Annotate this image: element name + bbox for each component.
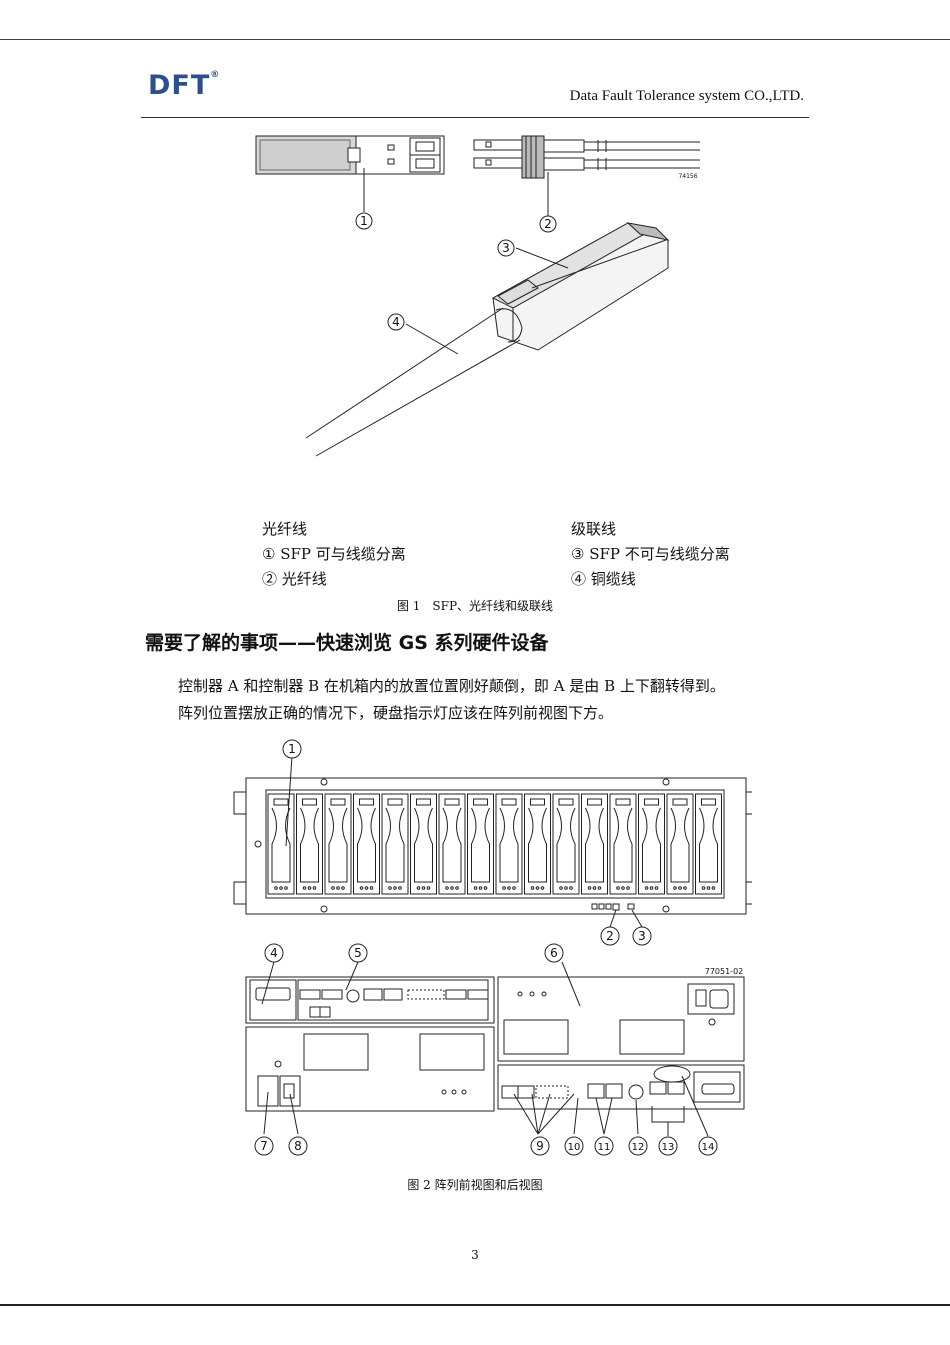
- fig2-part-number: 77051-02: [705, 967, 744, 976]
- legend-item-fiber-cable: ② 光纤线: [262, 570, 327, 588]
- bottom-rule: [0, 1304, 950, 1306]
- fig1-legend-right: 级联线 ③ SFP 不可与线缆分离 ④ 铜缆线: [571, 517, 730, 592]
- fig2-callout-4: 4: [270, 946, 278, 960]
- fig1-callout-1: 1: [360, 214, 368, 228]
- legend-item-copper-cable: ④ 铜缆线: [571, 570, 636, 588]
- fig2-callout-10: 10: [568, 1142, 581, 1153]
- fig2-callout-3: 3: [638, 929, 646, 943]
- section-paragraph: 控制器 A 和控制器 B 在机箱内的放置位置刚好颠倒，即 A 是由 B 上下翻转…: [178, 673, 725, 727]
- fig1-part-number: 74156: [678, 173, 697, 180]
- fig2-callout-1: 1: [288, 742, 296, 756]
- drive-bay: [381, 793, 409, 895]
- drive-bay: [552, 793, 580, 895]
- fig2-callout-12: 12: [632, 1142, 645, 1153]
- drive-bay: [695, 793, 722, 895]
- fig1-legend-left: 光纤线 ① SFP 可与线缆分离 ② 光纤线: [262, 517, 406, 592]
- drive-bay: [666, 793, 694, 895]
- fig2-callout-14: 14: [702, 1142, 715, 1153]
- legend-right-title: 级联线: [571, 520, 617, 538]
- drive-bay: [410, 793, 437, 895]
- drive-bay: [267, 793, 295, 895]
- dft-logo: DFT®: [148, 70, 220, 101]
- drive-bay: [296, 793, 323, 895]
- legend-item-sfp-detachable: ① SFP 可与线缆分离: [262, 545, 406, 563]
- logo-mark: ®: [210, 70, 221, 80]
- fig2-callout-11: 11: [598, 1142, 611, 1153]
- header-divider: [141, 117, 809, 118]
- drive-bay: [353, 793, 380, 895]
- drive-bay: [324, 793, 352, 895]
- drive-bay: [609, 793, 637, 895]
- drive-bay: [638, 793, 665, 895]
- fig1-callout-3: 3: [502, 241, 510, 255]
- figure2-caption: 图 2 阵列前视图和后视图: [407, 1178, 543, 1192]
- paragraph-line-2: 阵列位置摆放正确的情况下，硬盘指示灯应该在阵列前视图下方。: [178, 704, 614, 722]
- paragraph-line-1: 控制器 A 和控制器 B 在机箱内的放置位置刚好颠倒，即 A 是由 B 上下翻转…: [178, 677, 725, 695]
- figure2-array-views: 1 2 3 4 5 6 7 8 9 10 11 12 13 14 77051-0…: [233, 739, 752, 1156]
- fig1-callout-4: 4: [392, 315, 400, 329]
- legend-left-title: 光纤线: [262, 520, 308, 538]
- drive-bay: [467, 793, 494, 895]
- figure1-sfp-cables: 1 2 3 4 74156: [255, 135, 700, 457]
- drive-bay: [581, 793, 608, 895]
- drive-bay: [438, 793, 466, 895]
- fig2-callout-13: 13: [662, 1142, 675, 1153]
- fig2-callout-2: 2: [606, 929, 614, 943]
- figure1-caption: 图 1 SFP、光纤线和级联线: [396, 599, 554, 613]
- fig2-callout-9: 9: [536, 1139, 544, 1153]
- page-number: 3: [471, 1248, 479, 1262]
- fig2-callout-8: 8: [294, 1139, 302, 1153]
- legend-item-sfp-fixed: ③ SFP 不可与线缆分离: [571, 545, 730, 563]
- logo-text: DFT: [148, 70, 211, 101]
- section-heading: 需要了解的事项——快速浏览 GS 系列硬件设备: [145, 632, 549, 654]
- fig2-callout-7: 7: [260, 1139, 268, 1153]
- fig1-callout-2: 2: [544, 217, 552, 231]
- drive-bay: [524, 793, 551, 895]
- company-name: Data Fault Tolerance system CO.,LTD.: [569, 88, 804, 104]
- top-rule: [0, 39, 950, 40]
- drive-bay: [495, 793, 523, 895]
- fig2-callout-5: 5: [354, 946, 362, 960]
- fig2-callout-6: 6: [550, 946, 558, 960]
